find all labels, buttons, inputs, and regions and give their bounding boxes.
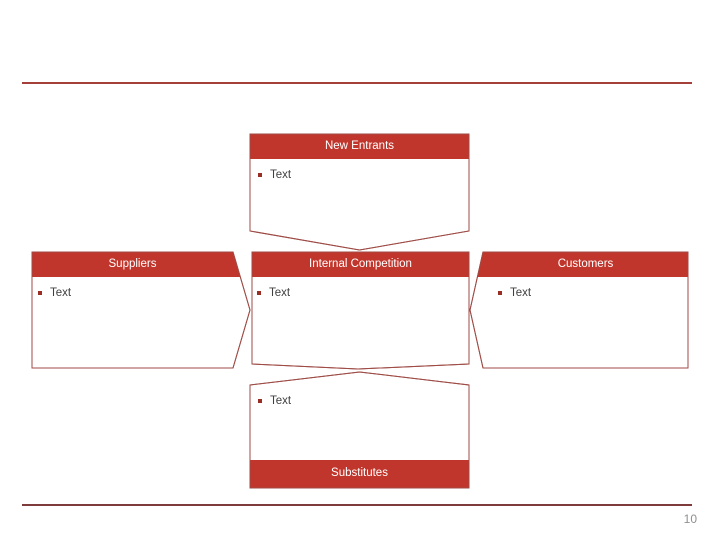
suppliers-shape[interactable]: [31, 251, 251, 369]
bottom-divider-rule: [22, 504, 692, 506]
customers-shape[interactable]: [469, 251, 689, 369]
page-number: 10: [683, 512, 697, 526]
internal-competition-shape[interactable]: [251, 251, 470, 370]
new-entrants-shape[interactable]: [249, 133, 470, 251]
top-divider-rule: [22, 82, 692, 84]
substitutes-shape[interactable]: [249, 371, 470, 489]
